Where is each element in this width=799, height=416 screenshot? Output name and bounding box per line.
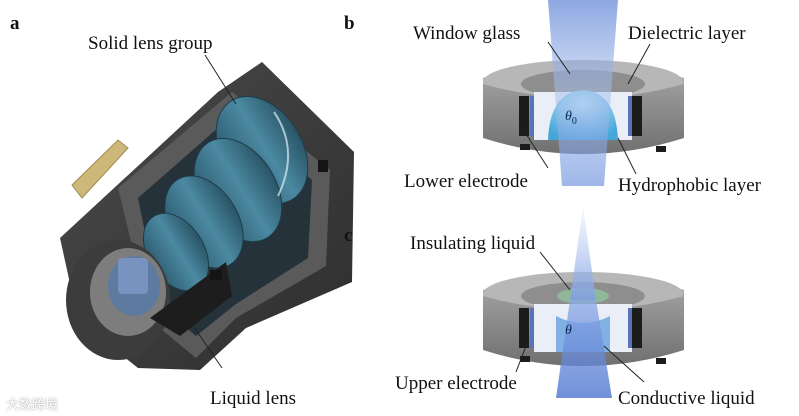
camera-module-cutaway (60, 62, 354, 370)
theta0-symbol: θ (565, 109, 572, 124)
connector-tab (71, 139, 129, 199)
label-upper-electrode: Upper electrode (395, 373, 517, 394)
leader-upper-electrode (515, 345, 527, 373)
label-conductive-liquid: Conductive liquid (618, 388, 755, 409)
tab-left-b (520, 144, 530, 150)
spacer-2 (210, 270, 222, 280)
leader-window-glass (547, 41, 571, 75)
label-dielectric-layer: Dielectric layer (628, 23, 746, 44)
electrode-left-b (519, 96, 529, 136)
leader-insulating-liquid (539, 251, 571, 291)
liquid-lens-cell (118, 258, 148, 294)
panel-label-b: b (344, 13, 355, 34)
leader-dielectric-layer (627, 43, 651, 85)
theta0-subscript: 0 (571, 115, 577, 127)
panel-label-c: c (344, 225, 353, 246)
electrode-right-c (632, 308, 642, 348)
lens-highlight (273, 111, 289, 197)
dielectric-right-b (628, 96, 632, 136)
leader-liquid-lens (193, 326, 223, 369)
contact-angle-theta: θ (565, 323, 572, 338)
leader-conductive-liquid (603, 345, 645, 383)
tab-left-c (520, 356, 530, 362)
contact-angle-theta0: θ0 (565, 110, 577, 127)
dielectric-left-b (530, 96, 534, 136)
leader-hydrophobic-layer (617, 137, 637, 175)
dielectric-right-c (628, 308, 632, 348)
tab-right-b (656, 146, 666, 152)
label-hydrophobic-layer: Hydrophobic layer (618, 175, 761, 196)
tab-right-c (656, 358, 666, 364)
leader-solid-lens-group (204, 54, 237, 105)
label-liquid-lens: Liquid lens (210, 388, 297, 409)
panel-label-a: a (10, 13, 20, 34)
watermark: 大数跨境 (6, 398, 59, 413)
label-window-glass: Window glass (413, 23, 521, 44)
leader-lower-electrode (525, 133, 549, 169)
electrode-right-b (632, 96, 642, 136)
label-insulating-liquid: Insulating liquid (410, 233, 536, 254)
dielectric-left-c (530, 308, 534, 348)
label-solid-lens-group: Solid lens group (88, 33, 213, 54)
electrode-left-c (519, 308, 529, 348)
spacer-1 (318, 160, 328, 172)
light-beam-c-top (570, 206, 596, 300)
light-beam-c-bottom (556, 300, 612, 398)
light-beam-b (548, 0, 618, 186)
label-lower-electrode: Lower electrode (404, 171, 528, 192)
retainer-ring (150, 262, 232, 336)
